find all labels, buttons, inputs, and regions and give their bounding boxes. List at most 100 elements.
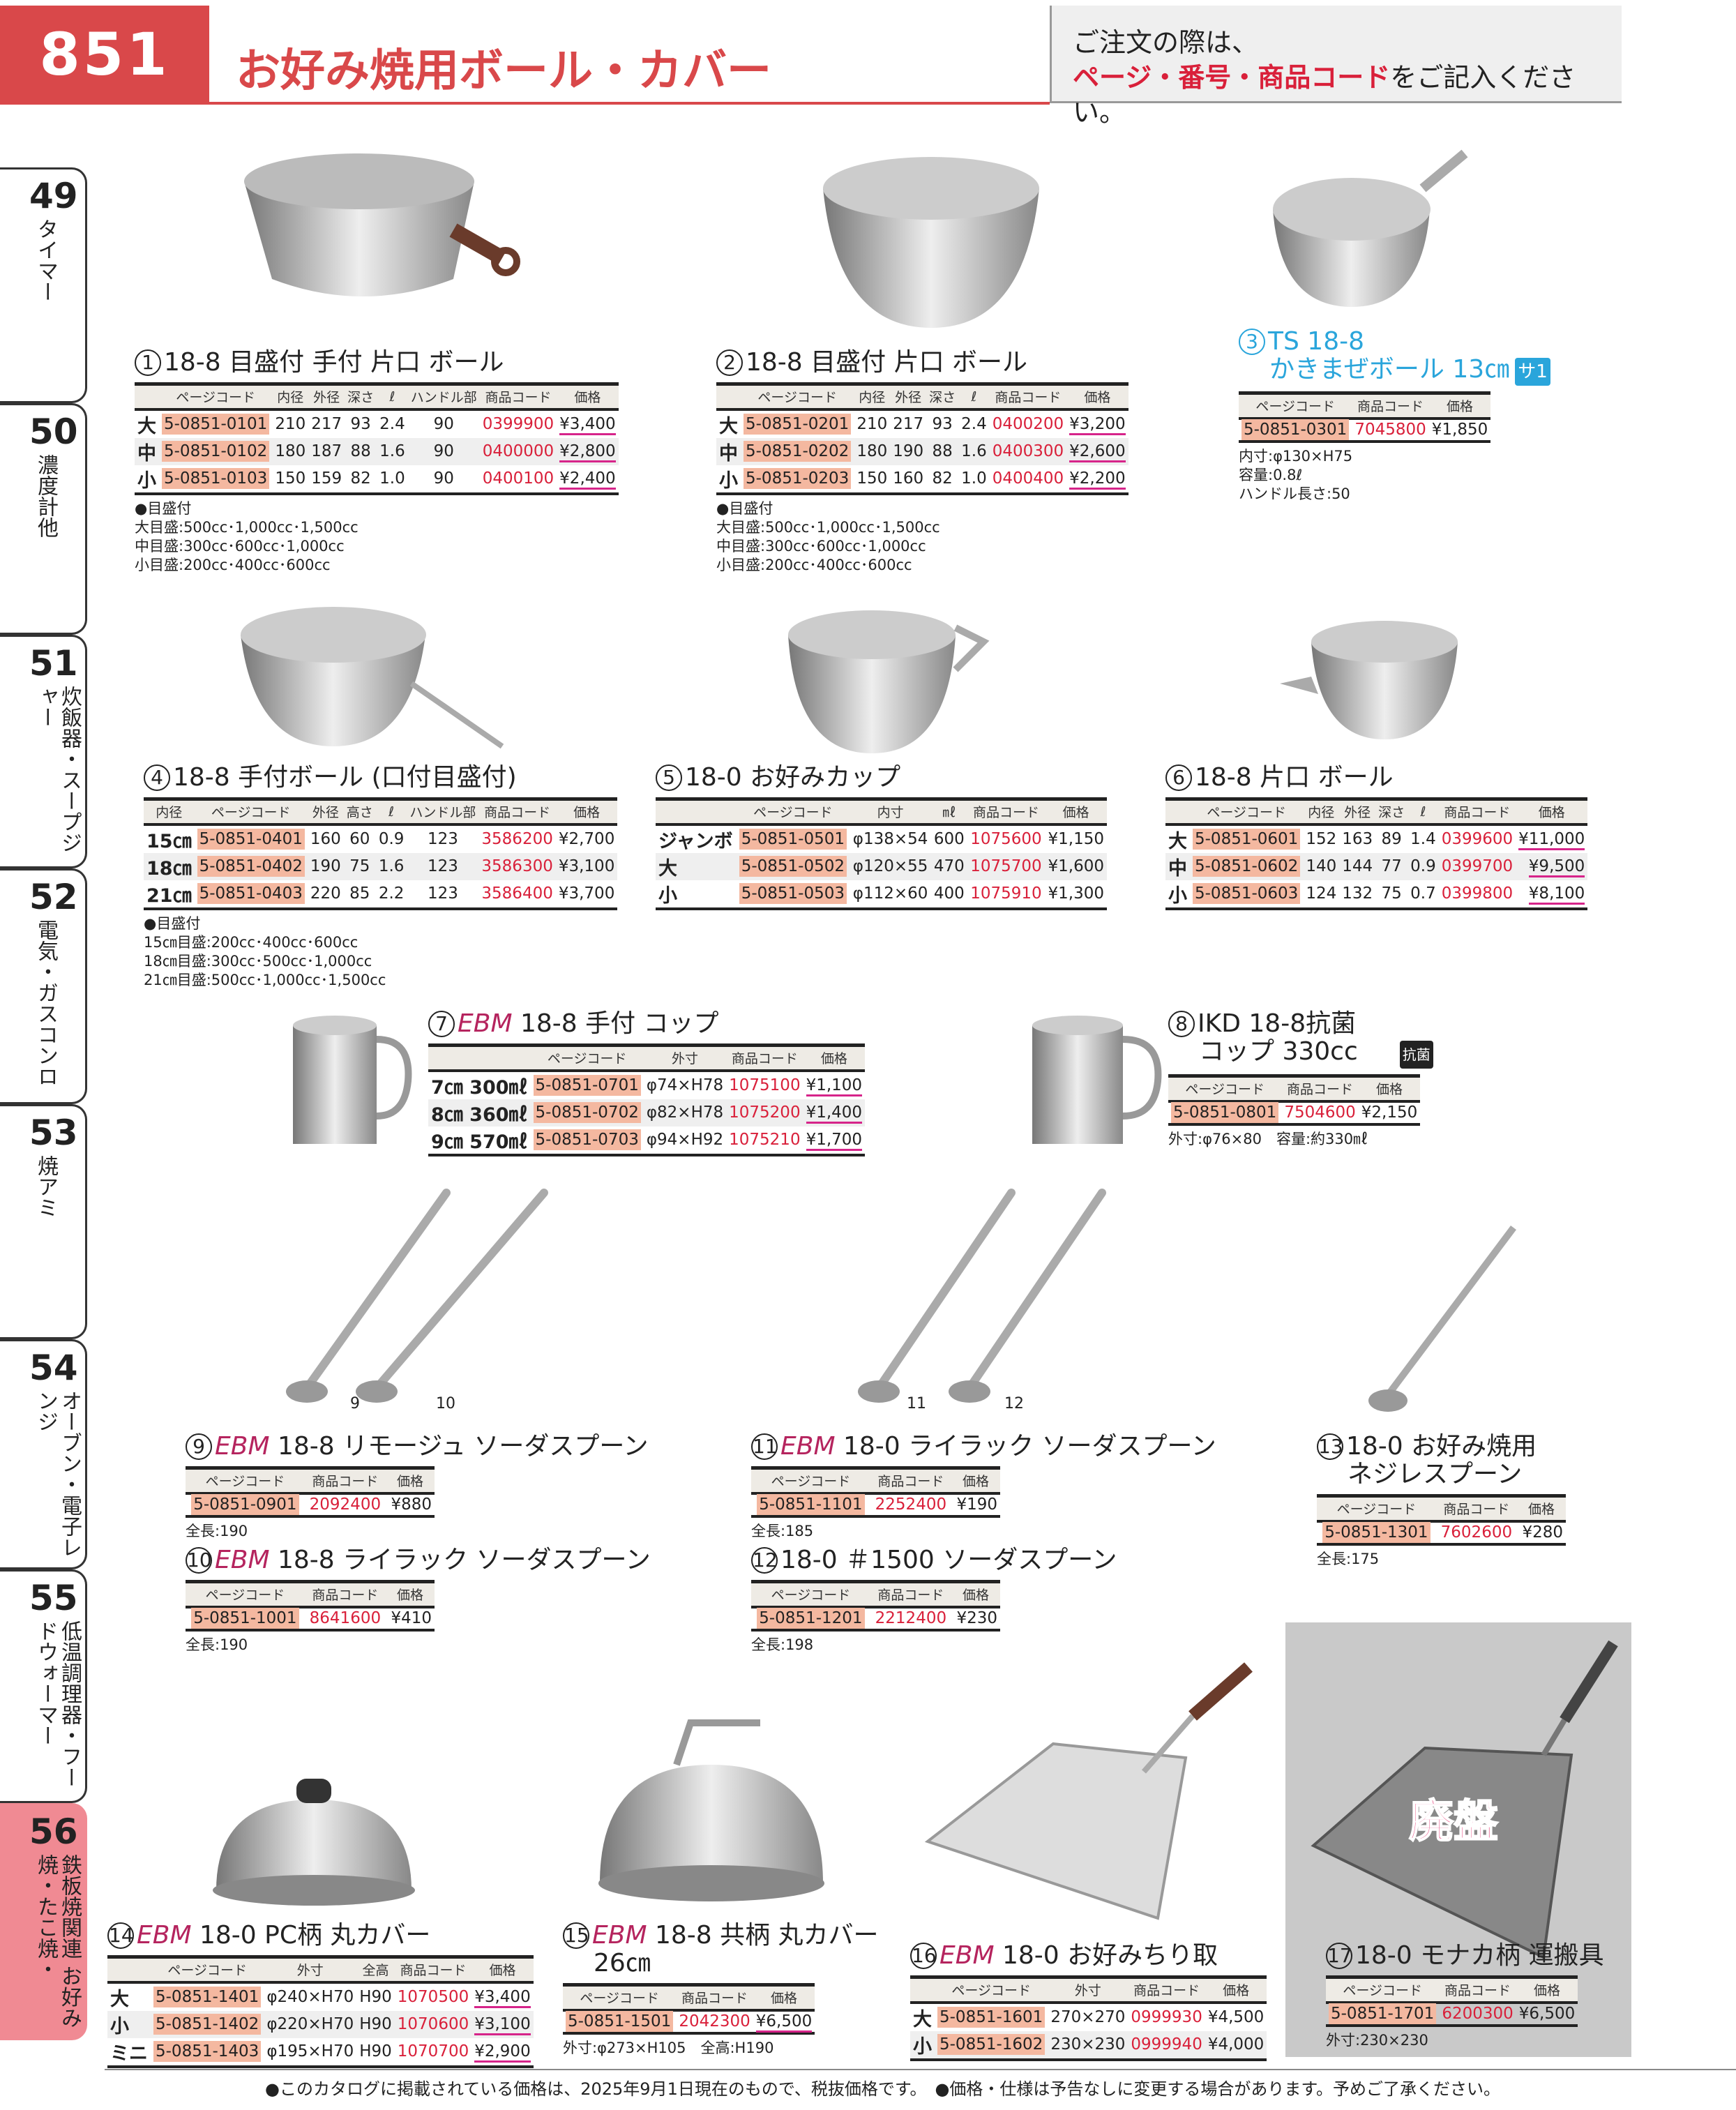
spec-cell: 90: [433, 415, 454, 433]
product-name: 18-8 片口 ボール: [1195, 763, 1394, 792]
price-cell: ¥2,900: [471, 2037, 534, 2068]
page-code-cell: 5-0851-0202: [741, 437, 854, 465]
column-header: 外径: [890, 382, 927, 411]
discontinued-label: 廃盤: [1408, 1795, 1499, 1848]
price-cell: ¥2,400: [557, 465, 619, 495]
spec-cell: 1.0: [958, 465, 990, 495]
product-number: 12: [751, 1547, 778, 1574]
product-name: 18-0 お好みカップ: [685, 763, 901, 792]
price: ¥1,600: [1048, 857, 1104, 875]
page-code: 5-0851-1602: [937, 2034, 1046, 2055]
tab-label: タイマー: [33, 218, 58, 302]
column-header: ℓ: [1407, 797, 1439, 826]
column-header: ページコード: [151, 1955, 264, 1984]
spec-cell: 140: [1303, 852, 1340, 880]
note-line: 外寸:φ76×80 容量:約330㎖: [1168, 1130, 1368, 1147]
page-code: 5-0851-0703: [533, 1129, 641, 1150]
price-cell: ¥3,400: [471, 1982, 533, 2011]
column-header: 内寸: [850, 797, 931, 826]
column-header: 価格: [557, 382, 619, 411]
page-code-cell: 5-0851-1501: [563, 2010, 677, 2035]
price: ¥2,200: [1069, 469, 1126, 490]
page-code-cell: 5-0851-0801: [1168, 1101, 1282, 1126]
spec-cell: 123: [407, 880, 479, 910]
column-header: 価格: [1516, 1975, 1578, 2004]
column-header: 商品コード: [478, 797, 556, 826]
spec-cell: 90: [407, 465, 480, 495]
price-cell: ¥3,400: [557, 409, 618, 438]
page-code: 5-0851-1101: [757, 1494, 865, 1515]
price-cell: ¥3,100: [471, 2010, 534, 2038]
column-header: 価格: [385, 1466, 435, 1495]
product-code: 0400300: [989, 437, 1067, 465]
spec-cell: 75: [343, 852, 376, 880]
page-code-cell: 5-0851-0701: [531, 1071, 644, 1099]
price-cell: ¥4,000: [1205, 2030, 1267, 2061]
brand-name: EBM: [592, 1921, 647, 1950]
page-code: 5-0851-0503: [739, 883, 847, 904]
price-cell: ¥3,700: [555, 880, 618, 910]
product-code: 2212400: [870, 1606, 951, 1632]
page-code: 5-0851-1001: [191, 1608, 299, 1629]
tab-label: 濃度計他: [33, 454, 58, 538]
product-code: 1070700: [394, 2037, 472, 2068]
price: ¥880: [391, 1495, 432, 1514]
brand-name: EBM: [939, 1941, 995, 1970]
product-number: 6: [1165, 764, 1192, 791]
note-line: 全長:190: [186, 1636, 248, 1653]
page-code-cell: 5-0851-0703: [530, 1126, 644, 1156]
price: ¥3,200: [1069, 415, 1126, 435]
spec-cell: 210: [856, 415, 888, 433]
spec-cell: 159: [308, 465, 345, 495]
page-code: 5-0851-0103: [162, 468, 270, 489]
spec-cell: φ120×55: [850, 852, 931, 880]
page-code: 5-0851-0101: [162, 414, 270, 435]
note-line: 15㎝目盛:200cc･400cc･600cc: [144, 933, 358, 951]
product-notes: 全長:198: [751, 1636, 1000, 1655]
column-header: ページコード: [741, 382, 854, 411]
product-number: 9: [186, 1433, 212, 1460]
price-cell: ¥1,400: [803, 1099, 866, 1126]
spec-cell: 1.6: [377, 437, 408, 465]
product-number: 10: [186, 1547, 212, 1574]
spec-cell: 132: [1339, 880, 1376, 910]
spec-cell: 600: [933, 830, 965, 848]
size-label: 小: [1165, 880, 1190, 910]
badge-icon: サ1: [1515, 358, 1550, 386]
column-header: 商品コード: [870, 1466, 951, 1495]
product-name: 18-0 ライラック ソーダスプーン: [843, 1432, 1216, 1461]
column-header: [1165, 797, 1190, 826]
size-label: 中: [716, 437, 741, 465]
page-code: 5-0851-0201: [744, 414, 852, 435]
note-line: ●目盛付: [135, 499, 192, 517]
page-code-cell: 5-0851-1401: [151, 1982, 264, 2011]
product-code: 8641600: [304, 1606, 386, 1632]
product-code: 1075600: [970, 830, 1042, 848]
price: ¥1,150: [1048, 830, 1104, 848]
spec-cell: φ112×60: [850, 880, 931, 910]
page-code: 5-0851-0603: [1193, 883, 1301, 904]
product-code: 0400000: [479, 437, 557, 465]
product-name: 18-8 目盛付 片口 ボール: [746, 348, 1028, 377]
spec-cell: 75: [1375, 880, 1408, 910]
product-name: 18-8 リモージュ ソーダスプーン: [277, 1432, 649, 1461]
